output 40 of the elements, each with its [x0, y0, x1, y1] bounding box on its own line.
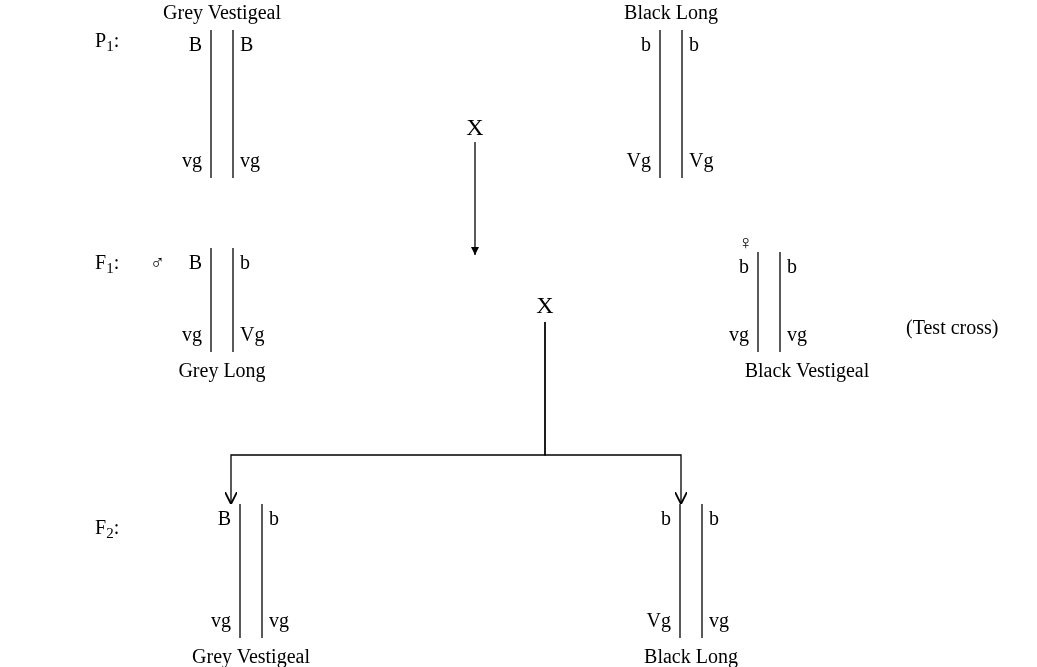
allele-label: Vg — [689, 150, 714, 170]
arrow — [544, 321, 688, 505]
allele-label: Vg — [646, 610, 671, 630]
allele-label: vg — [182, 324, 202, 344]
allele-label: b — [709, 508, 719, 528]
phenotype-label: Black Long — [644, 646, 738, 666]
allele-label: vg — [787, 324, 807, 344]
allele-label: B — [240, 34, 254, 54]
allele-label: Vg — [240, 324, 265, 344]
allele-label: b — [661, 508, 671, 528]
arrow — [471, 141, 479, 256]
note-text: (Test cross) — [906, 317, 999, 337]
allele-label: vg — [182, 150, 202, 170]
allele-label: B — [217, 508, 231, 528]
allele-label: vg — [240, 150, 260, 170]
allele-label: B — [188, 34, 202, 54]
allele-label: b — [641, 34, 651, 54]
allele-label: b — [739, 256, 749, 276]
sex-symbol: ♀ — [738, 232, 753, 252]
allele-label: vg — [709, 610, 729, 630]
phenotype-label: Black Long — [624, 2, 718, 22]
allele-label: vg — [211, 610, 231, 630]
generation-label: P$_{1}$: — [95, 30, 120, 50]
generation-label: F$_{1}$: — [95, 252, 120, 272]
cross-symbol: X — [530, 288, 560, 322]
generation-label: F$_{2}$: — [95, 517, 120, 537]
allele-label: vg — [269, 610, 289, 630]
sex-symbol: ♂ — [150, 252, 165, 272]
cross-symbol: X — [460, 112, 490, 142]
phenotype-label: Grey Vestigeal — [163, 2, 281, 22]
allele-label: b — [269, 508, 279, 528]
phenotype-label: Grey Long — [178, 360, 266, 380]
allele-label: B — [188, 252, 202, 272]
allele-label: b — [240, 252, 250, 272]
phenotype-label: Grey Vestigeal — [192, 646, 310, 666]
allele-label: b — [689, 34, 699, 54]
allele-label: b — [787, 256, 797, 276]
phenotype-label: Black Vestigeal — [744, 360, 870, 380]
allele-label: Vg — [626, 150, 651, 170]
allele-label: vg — [729, 324, 749, 344]
